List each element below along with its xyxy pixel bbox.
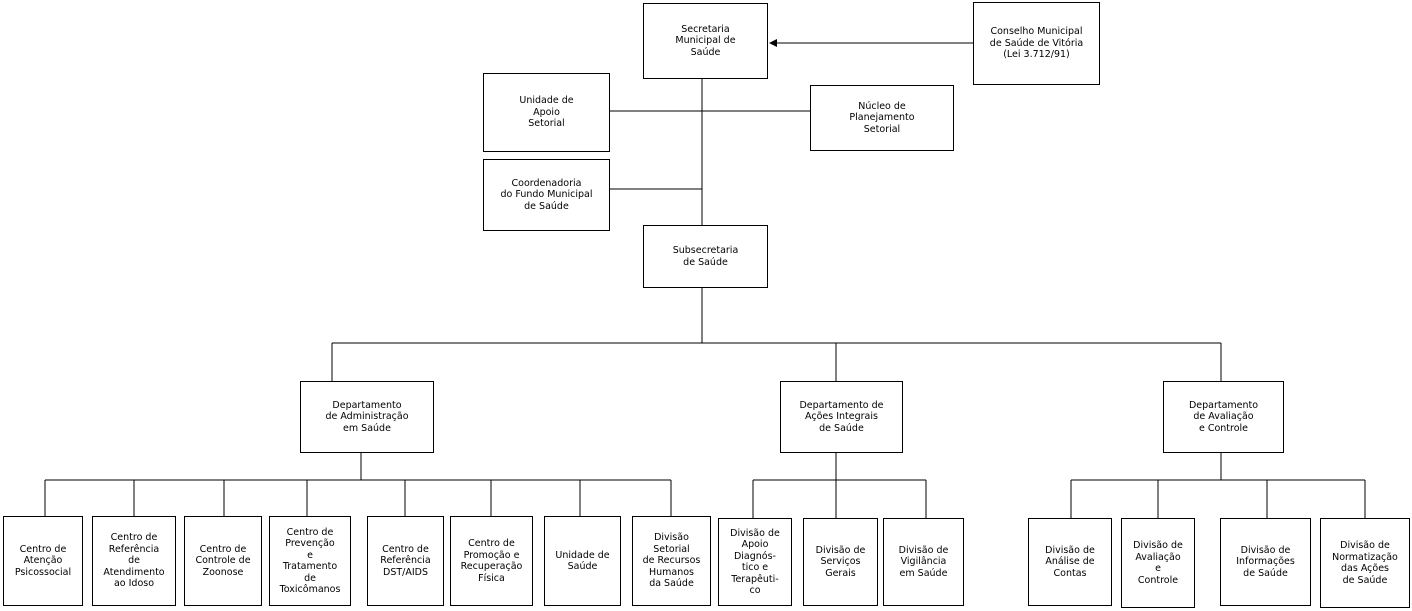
div-vigilancia-box: Divisão de Vigilância em Saúde [883, 518, 964, 606]
conselho-box: Conselho Municipal de Saúde de Vitória (… [973, 2, 1100, 85]
unidade-saude-box: Unidade de Saúde [544, 516, 621, 606]
centro-promocao-box: Centro de Promoção e Recuperação Física [450, 516, 533, 606]
nucleo-box: Núcleo de Planejamento Setorial [810, 85, 954, 151]
coordenadoria-box: Coordenadoria do Fundo Municipal de Saúd… [483, 159, 610, 231]
div-informacoes-box: Divisão de Informações de Saúde [1220, 518, 1311, 606]
div-avaliacao-controle-box: Divisão de Avaliação e Controle [1121, 518, 1195, 608]
div-servicos-gerais-box: Divisão de Serviços Gerais [803, 518, 878, 606]
div-analise-contas-box: Divisão de Análise de Contas [1028, 518, 1112, 606]
div-normatizacao-box: Divisão de Normatização das Ações de Saú… [1320, 518, 1410, 608]
centro-zoonose-box: Centro de Controle de Zoonose [184, 516, 262, 606]
dep-acoes-box: Departamento de Ações Integrais de Saúde [780, 381, 903, 453]
centro-toxicomanos-box: Centro de Prevenção e Tratamento de Toxi… [269, 516, 351, 606]
centro-dst-box: Centro de Referência DST/AIDS [367, 516, 444, 606]
dep-avaliacao-box: Departamento de Avaliação e Controle [1163, 381, 1284, 453]
subsecretaria-box: Subsecretaria de Saúde [643, 225, 768, 288]
centro-idoso-box: Centro de Referência de Atendimento ao I… [92, 516, 176, 606]
centro-psicossocial-box: Centro de Atenção Psicossocial [3, 516, 83, 606]
dep-administracao-box: Departamento de Administração em Saúde [300, 381, 434, 453]
div-rh-box: Divisão Setorial de Recursos Humanos da … [632, 516, 711, 606]
div-apoio-diagnostico-box: Divisão de Apoio Diagnós- tico e Terapêu… [718, 518, 792, 606]
unidade-apoio-box: Unidade de Apoio Setorial [483, 73, 610, 152]
secretaria-box: Secretaria Municipal de Saúde [643, 3, 768, 79]
